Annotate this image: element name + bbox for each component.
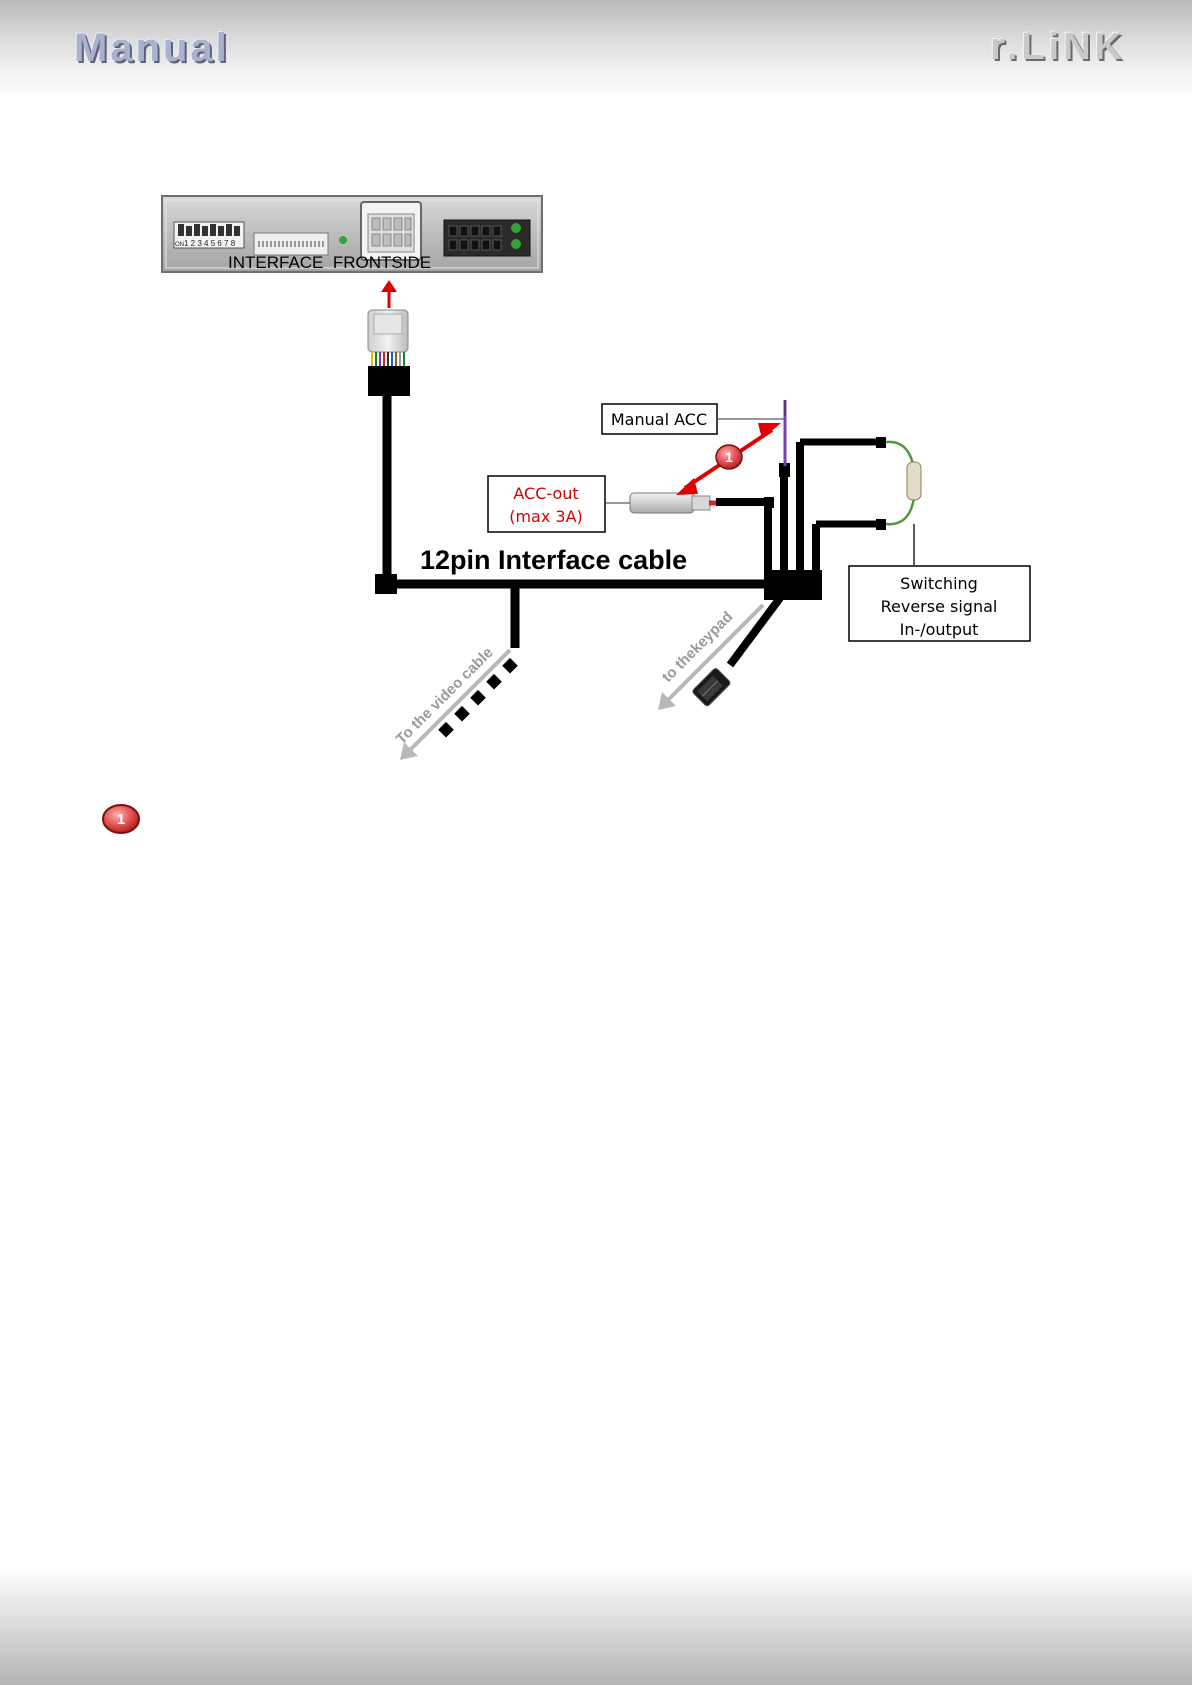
12pin-socket bbox=[361, 202, 421, 260]
dip-switch-on-label: ON bbox=[175, 242, 184, 248]
keypad-label: to thekeypad bbox=[659, 608, 736, 685]
interface-device: 1 2 3 4 5 6 7 8 ON INTERFACE FRONTSI bbox=[162, 196, 542, 272]
cable-harness bbox=[387, 395, 880, 665]
acc-out-label-line2: (max 3A) bbox=[509, 507, 583, 526]
small-connector-socket bbox=[254, 233, 328, 255]
acc-out-label-box: ACC-out (max 3A) bbox=[488, 476, 605, 532]
dip-switch-block: 1 2 3 4 5 6 7 8 ON bbox=[174, 222, 244, 248]
acc-out-connector bbox=[606, 493, 716, 513]
cable-title: 12pin Interface cable bbox=[420, 545, 687, 575]
switching-label-line3: In-/output bbox=[900, 620, 979, 639]
dip-switch-numbers: 1 2 3 4 5 6 7 8 bbox=[184, 239, 236, 248]
power-socket bbox=[444, 220, 530, 256]
switching-label-box: Switching Reverse signal In-/output bbox=[849, 566, 1030, 641]
footnote-badge-number: 1 bbox=[117, 811, 125, 828]
insert-direction-arrow bbox=[381, 280, 397, 308]
switching-wire-loop bbox=[886, 442, 921, 565]
wiring-diagram: 1 2 3 4 5 6 7 8 ON INTERFACE FRONTSI bbox=[0, 0, 1192, 800]
status-led bbox=[339, 236, 347, 244]
footnote-badge-1: 1 bbox=[100, 801, 142, 837]
acc-out-label-line1: ACC-out bbox=[513, 484, 578, 503]
interface-frontside-label: INTERFACE FRONTSIDE bbox=[228, 253, 431, 272]
corner-junction bbox=[375, 574, 397, 594]
keypad-cable-branch: to thekeypad bbox=[658, 605, 763, 710]
keypad-plug bbox=[692, 667, 732, 707]
main-junction-block bbox=[764, 570, 822, 600]
manual-acc-label: Manual ACC bbox=[611, 410, 707, 429]
callout-badge-1: 1 bbox=[716, 445, 742, 469]
manual-acc-label-box: Manual ACC bbox=[602, 404, 785, 434]
switching-label-line1: Switching bbox=[900, 574, 978, 593]
callout-number: 1 bbox=[725, 449, 733, 465]
page-footer bbox=[0, 1570, 1192, 1685]
switching-label-line2: Reverse signal bbox=[881, 597, 998, 616]
12pin-plug bbox=[368, 310, 410, 396]
video-cable-branch: To the video cable bbox=[393, 644, 518, 760]
